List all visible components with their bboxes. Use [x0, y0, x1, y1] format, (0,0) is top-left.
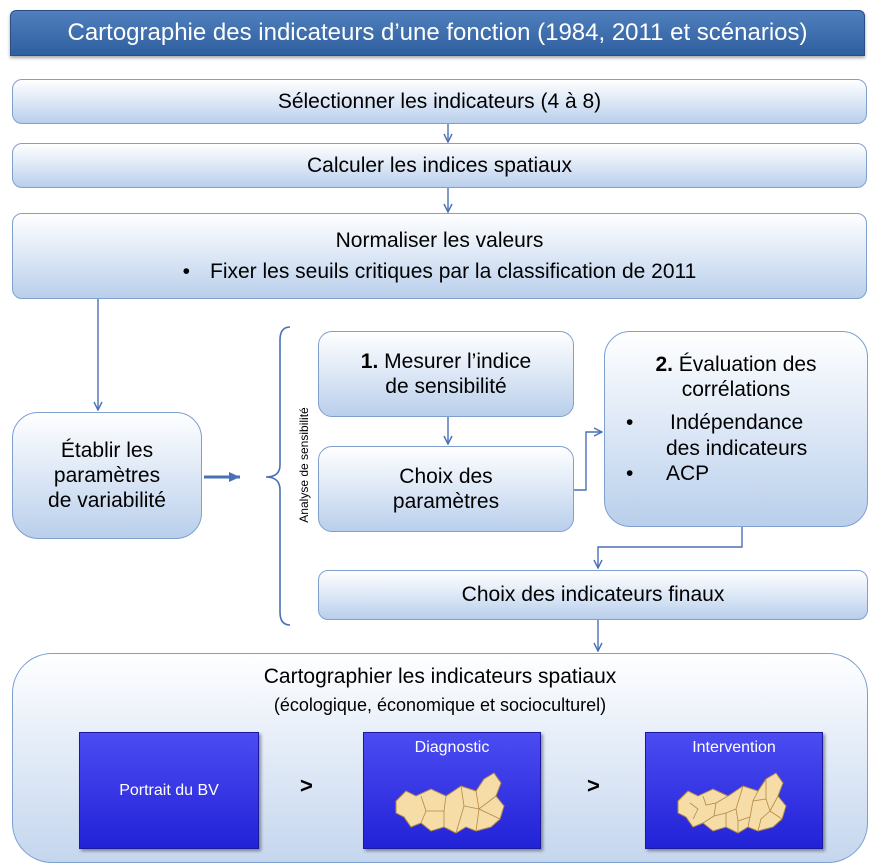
- step-calculate-indices: Calculer les indices spatiaux: [12, 143, 867, 188]
- correlations-bullet-2: •: [626, 461, 634, 485]
- correlations-bullet1-line2: des indicateurs: [666, 436, 808, 460]
- variability-line2: paramètres: [53, 463, 161, 487]
- measure-line2: de sensibilité: [385, 375, 507, 398]
- normalize-line2: Fixer les seuils critiques par la classi…: [210, 260, 697, 283]
- correlations-bullet2-text: ACP: [666, 461, 710, 485]
- variability-line3: de variabilité: [48, 489, 166, 513]
- step-select-indicators: Sélectionner les indicateurs (4 à 8): [12, 79, 867, 124]
- correlations-bullet-1: •: [626, 411, 634, 435]
- sensitivity-brace: [265, 326, 291, 626]
- tile-intervention-label: Intervention: [692, 739, 776, 756]
- params-line2: paramètres: [392, 490, 500, 513]
- step-variability-params: Établir les paramètres de variabilité: [12, 412, 202, 539]
- final-indicators-label: Choix des indicateurs finaux: [461, 583, 725, 607]
- step-calculate-label: Calculer les indices spatiaux: [307, 153, 572, 177]
- step-measure-sensitivity: 1. Mesurer l’indice de sensibilité: [318, 331, 574, 417]
- map-line2: (écologique, économique et socioculturel…: [273, 695, 607, 715]
- separator-2: >: [587, 773, 600, 798]
- correlations-line2: corrélations: [681, 378, 791, 402]
- arrow-params-correlations: [574, 432, 602, 491]
- variability-line1: Établir les: [60, 438, 154, 462]
- intervention-map-icon: [677, 772, 787, 834]
- step-normalize-values: Normaliser les valeurs • Fixer les seuil…: [12, 213, 867, 299]
- separator-1: >: [300, 773, 313, 798]
- correlations-number: 2.: [655, 353, 673, 376]
- step-correlations: 2. Évaluation des corrélations • Indépen…: [604, 331, 868, 527]
- tile-portrait-label: Portrait du BV: [119, 781, 219, 799]
- page-title: Cartographie des indicateurs d’une fonct…: [10, 10, 865, 56]
- measure-number: 1.: [360, 349, 379, 373]
- sensitivity-analysis-label: Analyse de sensibilité: [297, 407, 311, 523]
- tile-portrait: Portrait du BV: [79, 732, 259, 849]
- step-parameters-choice: Choix des paramètres: [318, 446, 574, 532]
- params-line1: Choix des: [399, 464, 493, 488]
- tile-intervention: Intervention: [645, 732, 823, 849]
- arrow-correlations-final: [598, 527, 743, 568]
- diagnostic-map-icon: [395, 772, 505, 834]
- map-line1: Cartographier les indicateurs spatiaux: [263, 665, 617, 688]
- step-select-label: Sélectionner les indicateurs (4 à 8): [277, 89, 602, 113]
- correlations-bullet1-line1: Indépendance: [670, 411, 804, 435]
- correlations-line1: Évaluation des: [678, 353, 817, 376]
- tile-diagnostic: Diagnostic: [363, 732, 541, 849]
- normalize-line1: Normaliser les valeurs: [335, 228, 544, 252]
- step-final-indicators: Choix des indicateurs finaux: [318, 570, 868, 620]
- tile-diagnostic-label: Diagnostic: [414, 739, 490, 756]
- measure-line1: Mesurer l’indice: [384, 349, 532, 373]
- normalize-bullet: •: [182, 260, 190, 283]
